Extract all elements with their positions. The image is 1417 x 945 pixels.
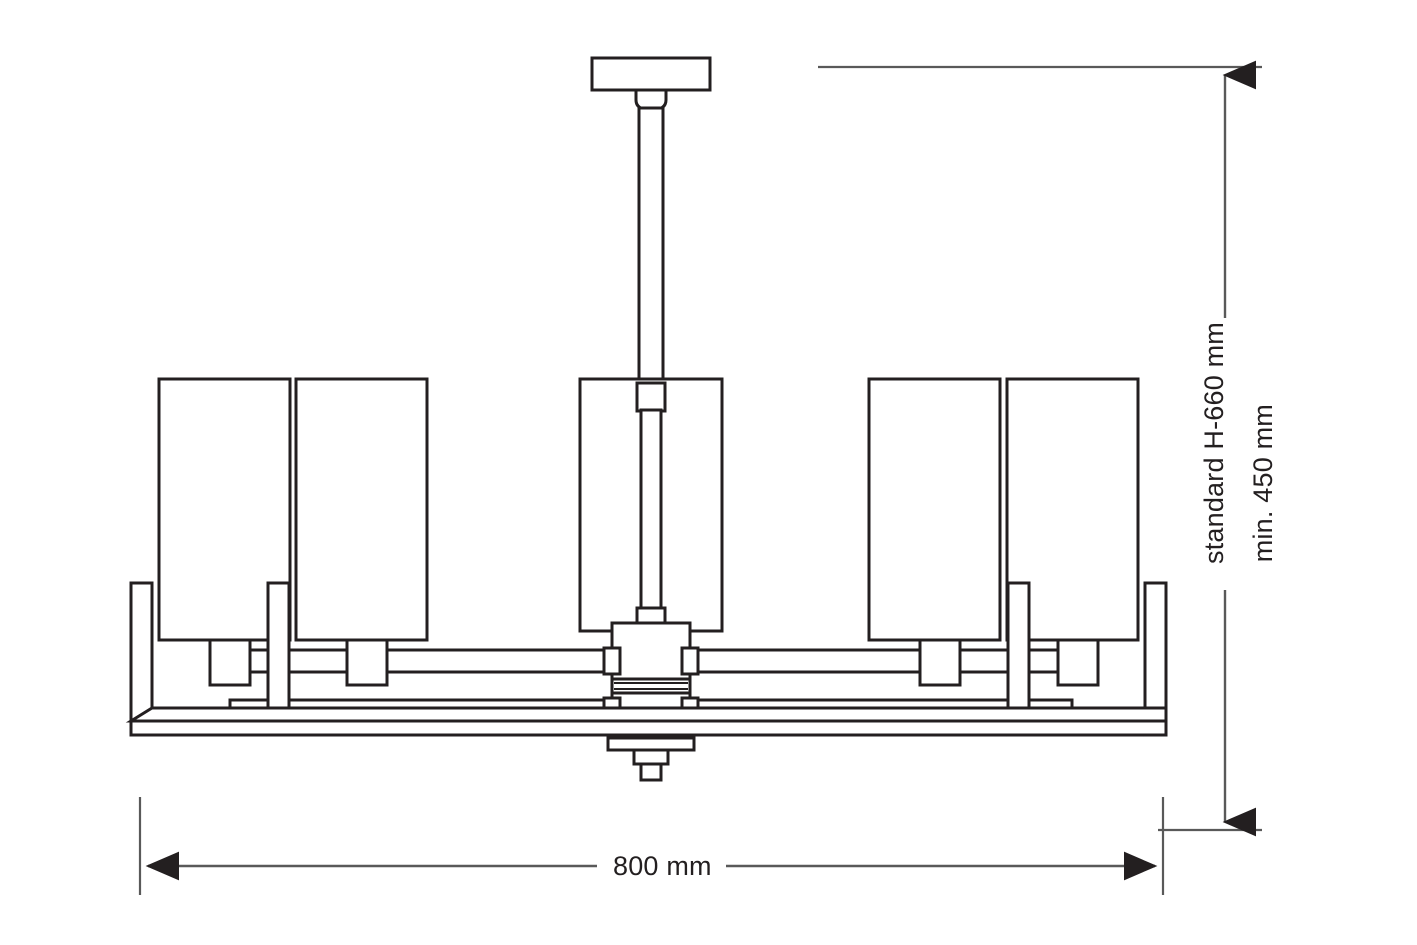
suspension-rod-lower (639, 408, 663, 612)
socket-block-right-inner (918, 638, 962, 687)
min-height-dimension-label: min. 450 mm (1248, 404, 1278, 563)
dimension-lines (138, 60, 1262, 895)
ceiling-mount-plate (590, 56, 712, 92)
socket-block-right-outer (1056, 638, 1100, 687)
hub-detail-lines (614, 682, 688, 690)
finial-upper (632, 748, 670, 766)
standard-height-dimension-label: standard H-660 mm (1199, 322, 1229, 564)
socket-block-left-outer (208, 638, 252, 687)
hub-lug-upper-left (602, 646, 622, 676)
width-dimension-label: 800 mm (613, 851, 712, 881)
socket-block-left-inner (345, 638, 389, 687)
shade-left-inner (294, 377, 429, 642)
hub-lug-upper-right (680, 646, 700, 676)
center-hub-band (610, 677, 692, 695)
chandelier-geometry (125, 56, 1168, 782)
base-rail-top (125, 706, 1168, 723)
base-rail-front (129, 719, 1168, 737)
shade-right-inner (867, 377, 1002, 642)
center-hub-upper (610, 621, 692, 681)
suspension-rod-upper (637, 106, 665, 385)
finial-tip (639, 762, 663, 782)
rod-collar-shade-top (635, 381, 667, 413)
center-hub-base-plate (606, 736, 696, 752)
